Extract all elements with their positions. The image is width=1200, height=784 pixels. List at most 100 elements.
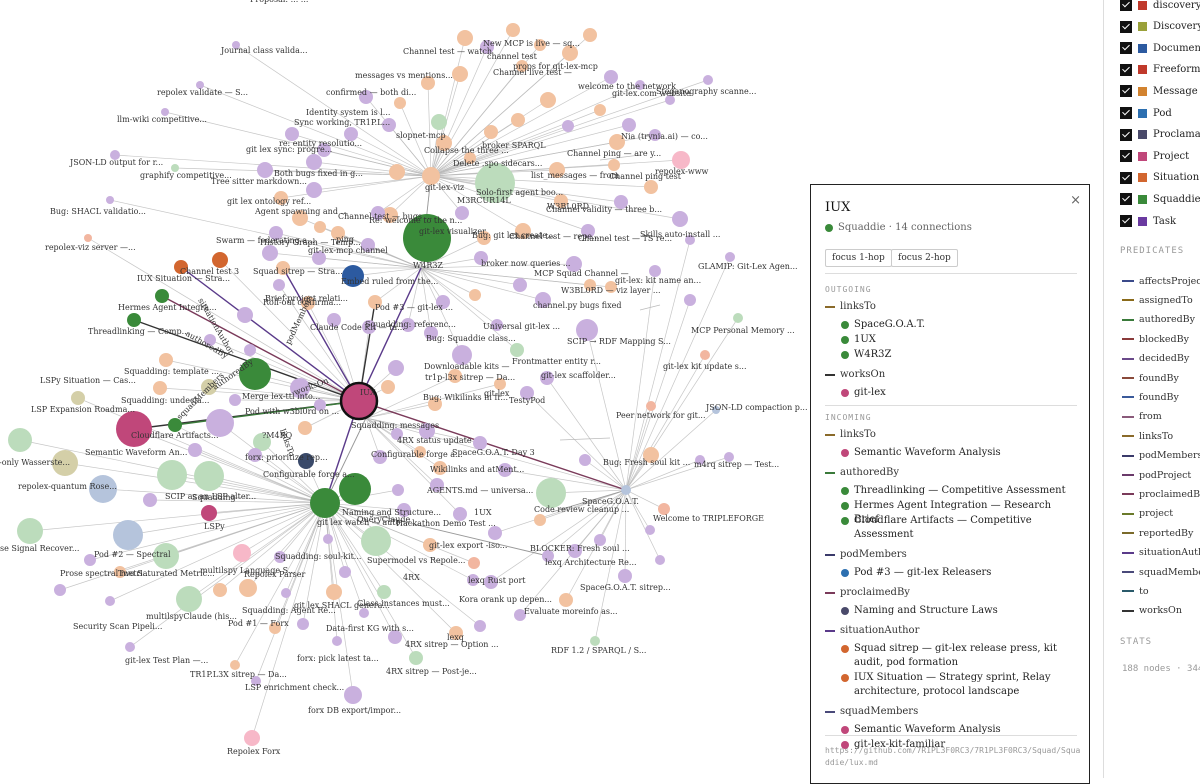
graph-node[interactable]: [608, 159, 620, 171]
graph-node[interactable]: [401, 318, 415, 332]
checkbox-icon[interactable]: [1120, 215, 1132, 227]
graph-node[interactable]: [312, 251, 326, 265]
graph-node[interactable]: [194, 461, 224, 491]
graph-node[interactable]: [174, 260, 188, 274]
graph-node[interactable]: [157, 460, 187, 490]
graph-node[interactable]: [480, 40, 494, 54]
predicate-item[interactable]: blockedBy: [1122, 332, 1189, 346]
graph-node[interactable]: [201, 379, 217, 395]
graph-node[interactable]: [514, 609, 526, 621]
graph-node[interactable]: [513, 278, 527, 292]
graph-node[interactable]: [244, 344, 256, 356]
connected-entity-link[interactable]: Threadlinking — Competitive Assessment: [841, 484, 1077, 498]
graph-node[interactable]: [392, 484, 404, 496]
graph-node[interactable]: [422, 167, 440, 185]
graph-node[interactable]: [113, 520, 143, 550]
graph-node[interactable]: [403, 214, 451, 262]
graph-node[interactable]: [649, 265, 661, 277]
graph-node[interactable]: [484, 125, 498, 139]
graph-node[interactable]: [536, 478, 566, 508]
graph-node[interactable]: [724, 452, 734, 462]
graph-node[interactable]: [285, 127, 299, 141]
graph-node[interactable]: [323, 534, 333, 544]
close-icon[interactable]: ×: [1070, 193, 1081, 208]
graph-node[interactable]: [368, 295, 382, 309]
graph-node[interactable]: [703, 75, 713, 85]
graph-node[interactable]: [540, 92, 556, 108]
graph-node[interactable]: [161, 108, 169, 116]
graph-node[interactable]: [700, 350, 710, 360]
predicate-item[interactable]: situationAuth: [1122, 546, 1200, 560]
type-filter-situation[interactable]: Situation: [1120, 170, 1199, 186]
type-filter-freeform[interactable]: Freeform: [1120, 62, 1200, 78]
graph-node[interactable]: [554, 194, 568, 208]
graph-node[interactable]: [125, 642, 135, 652]
graph-node[interactable]: [377, 585, 391, 599]
graph-node[interactable]: [276, 261, 290, 275]
graph-node[interactable]: [361, 526, 391, 556]
graph-node[interactable]: [448, 369, 462, 383]
graph-node[interactable]: [477, 231, 491, 245]
checkbox-icon[interactable]: [1120, 63, 1132, 76]
type-filter-proclamati[interactable]: Proclamati: [1120, 127, 1200, 143]
graph-node[interactable]: [594, 104, 606, 116]
graph-node[interactable]: [419, 423, 435, 439]
graph-node[interactable]: [204, 334, 216, 346]
graph-node[interactable]: [153, 381, 167, 395]
graph-node[interactable]: [155, 289, 169, 303]
graph-node[interactable]: [559, 593, 573, 607]
graph-node[interactable]: [621, 485, 631, 495]
graph-node[interactable]: [475, 163, 515, 203]
graph-node[interactable]: [359, 608, 369, 618]
graph-node[interactable]: [535, 292, 551, 308]
graph-node[interactable]: [733, 313, 743, 323]
graph-node[interactable]: [562, 45, 578, 61]
graph-node[interactable]: [473, 436, 487, 450]
graph-node[interactable]: [388, 360, 404, 376]
predicate-item[interactable]: podMembers: [1122, 449, 1200, 463]
predicate-item[interactable]: authoredBy: [1122, 313, 1195, 327]
connected-entity-link[interactable]: git-lex: [841, 386, 1077, 400]
predicate-item[interactable]: podProject: [1122, 468, 1191, 482]
graph-node[interactable]: [685, 235, 695, 245]
graph-node[interactable]: [229, 394, 241, 406]
graph-node[interactable]: [614, 195, 628, 209]
graph-node[interactable]: [106, 196, 114, 204]
graph-node[interactable]: [292, 210, 308, 226]
graph-node[interactable]: [314, 399, 326, 411]
graph-node[interactable]: [274, 551, 286, 563]
graph-node[interactable]: [590, 636, 600, 646]
graph-node[interactable]: [646, 401, 656, 411]
graph-node[interactable]: [672, 151, 690, 169]
graph-node[interactable]: [534, 39, 546, 51]
type-filter-pod[interactable]: Pod: [1120, 105, 1172, 121]
graph-node[interactable]: [327, 313, 341, 327]
graph-node[interactable]: [326, 584, 342, 600]
predicate-item[interactable]: assignedTo: [1122, 293, 1193, 307]
graph-node[interactable]: [424, 326, 438, 340]
predicate-item[interactable]: squadMember: [1122, 565, 1200, 579]
graph-node[interactable]: [239, 579, 257, 597]
graph-node[interactable]: [562, 120, 574, 132]
graph-node[interactable]: [127, 313, 141, 327]
graph-node[interactable]: [196, 81, 204, 89]
graph-node[interactable]: [168, 418, 182, 432]
graph-node[interactable]: [464, 152, 476, 164]
graph-node[interactable]: [171, 164, 179, 172]
graph-node[interactable]: [594, 534, 606, 546]
graph-node[interactable]: [665, 95, 675, 105]
graph-node[interactable]: [362, 320, 376, 334]
type-filter-discovery[interactable]: Discovery: [1120, 19, 1200, 35]
graph-node[interactable]: [244, 730, 260, 746]
graph-node[interactable]: [359, 90, 373, 104]
checkbox-icon[interactable]: [1120, 150, 1132, 163]
connected-entity-link[interactable]: IUX Situation — Strategy sprint, Relay a…: [841, 671, 1077, 699]
graph-node[interactable]: [201, 505, 217, 521]
graph-node[interactable]: [116, 411, 152, 447]
graph-node[interactable]: [695, 455, 705, 465]
graph-node[interactable]: [17, 518, 43, 544]
graph-node[interactable]: [262, 245, 278, 261]
type-filter-message[interactable]: Message: [1120, 83, 1198, 99]
focus-2-hop-button[interactable]: focus 2-hop: [891, 249, 958, 267]
checkbox-icon[interactable]: [1120, 171, 1132, 184]
